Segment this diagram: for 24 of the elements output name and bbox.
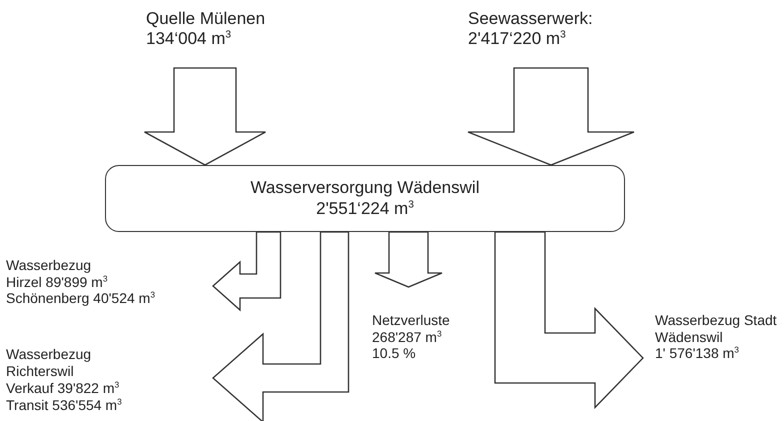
box-text: 2'551‘224 m$^{3}$ (316, 198, 414, 219)
flow-text: Wasserbezug (6, 256, 92, 274)
block-arrow (212, 231, 282, 312)
block-arrow (212, 231, 350, 421)
flow-text: Verkauf 39'822 m$^{3}$ (6, 380, 120, 397)
block-arrow (494, 231, 644, 410)
flow-text: Wasserbezug Richterswil (6, 346, 92, 380)
flow-text: 1' 576'138 m$^{3}$ (655, 345, 739, 362)
flow-text: 134‘004 m$^{3}$ (146, 29, 232, 50)
flow-text: Quelle Mülenen (146, 8, 266, 29)
flow-text: Wasserbezug Stadt Wädenswil (655, 312, 778, 346)
flow-text: 2'417‘220 m$^{3}$ (468, 29, 566, 50)
box-text: Wasserversorgung Wädenswil (250, 178, 480, 198)
process-box (105, 165, 625, 232)
flow-text: Schönenberg 40'524 m$^{3}$ (6, 290, 156, 308)
flow-text: Netzverluste (372, 312, 450, 329)
flow-text: Transit 536'554 m$^{3}$ (6, 396, 122, 414)
block-arrow (374, 231, 443, 288)
block-arrow (467, 67, 635, 166)
flow-text: Hirzel 89'899 m$^{3}$ (6, 274, 108, 290)
flow-text: 10.5 % (372, 345, 416, 362)
flow-text: 268'287 m$^{3}$ (372, 328, 442, 346)
flow-text: Seewasserwerk: (468, 8, 593, 29)
block-arrow (144, 67, 266, 166)
